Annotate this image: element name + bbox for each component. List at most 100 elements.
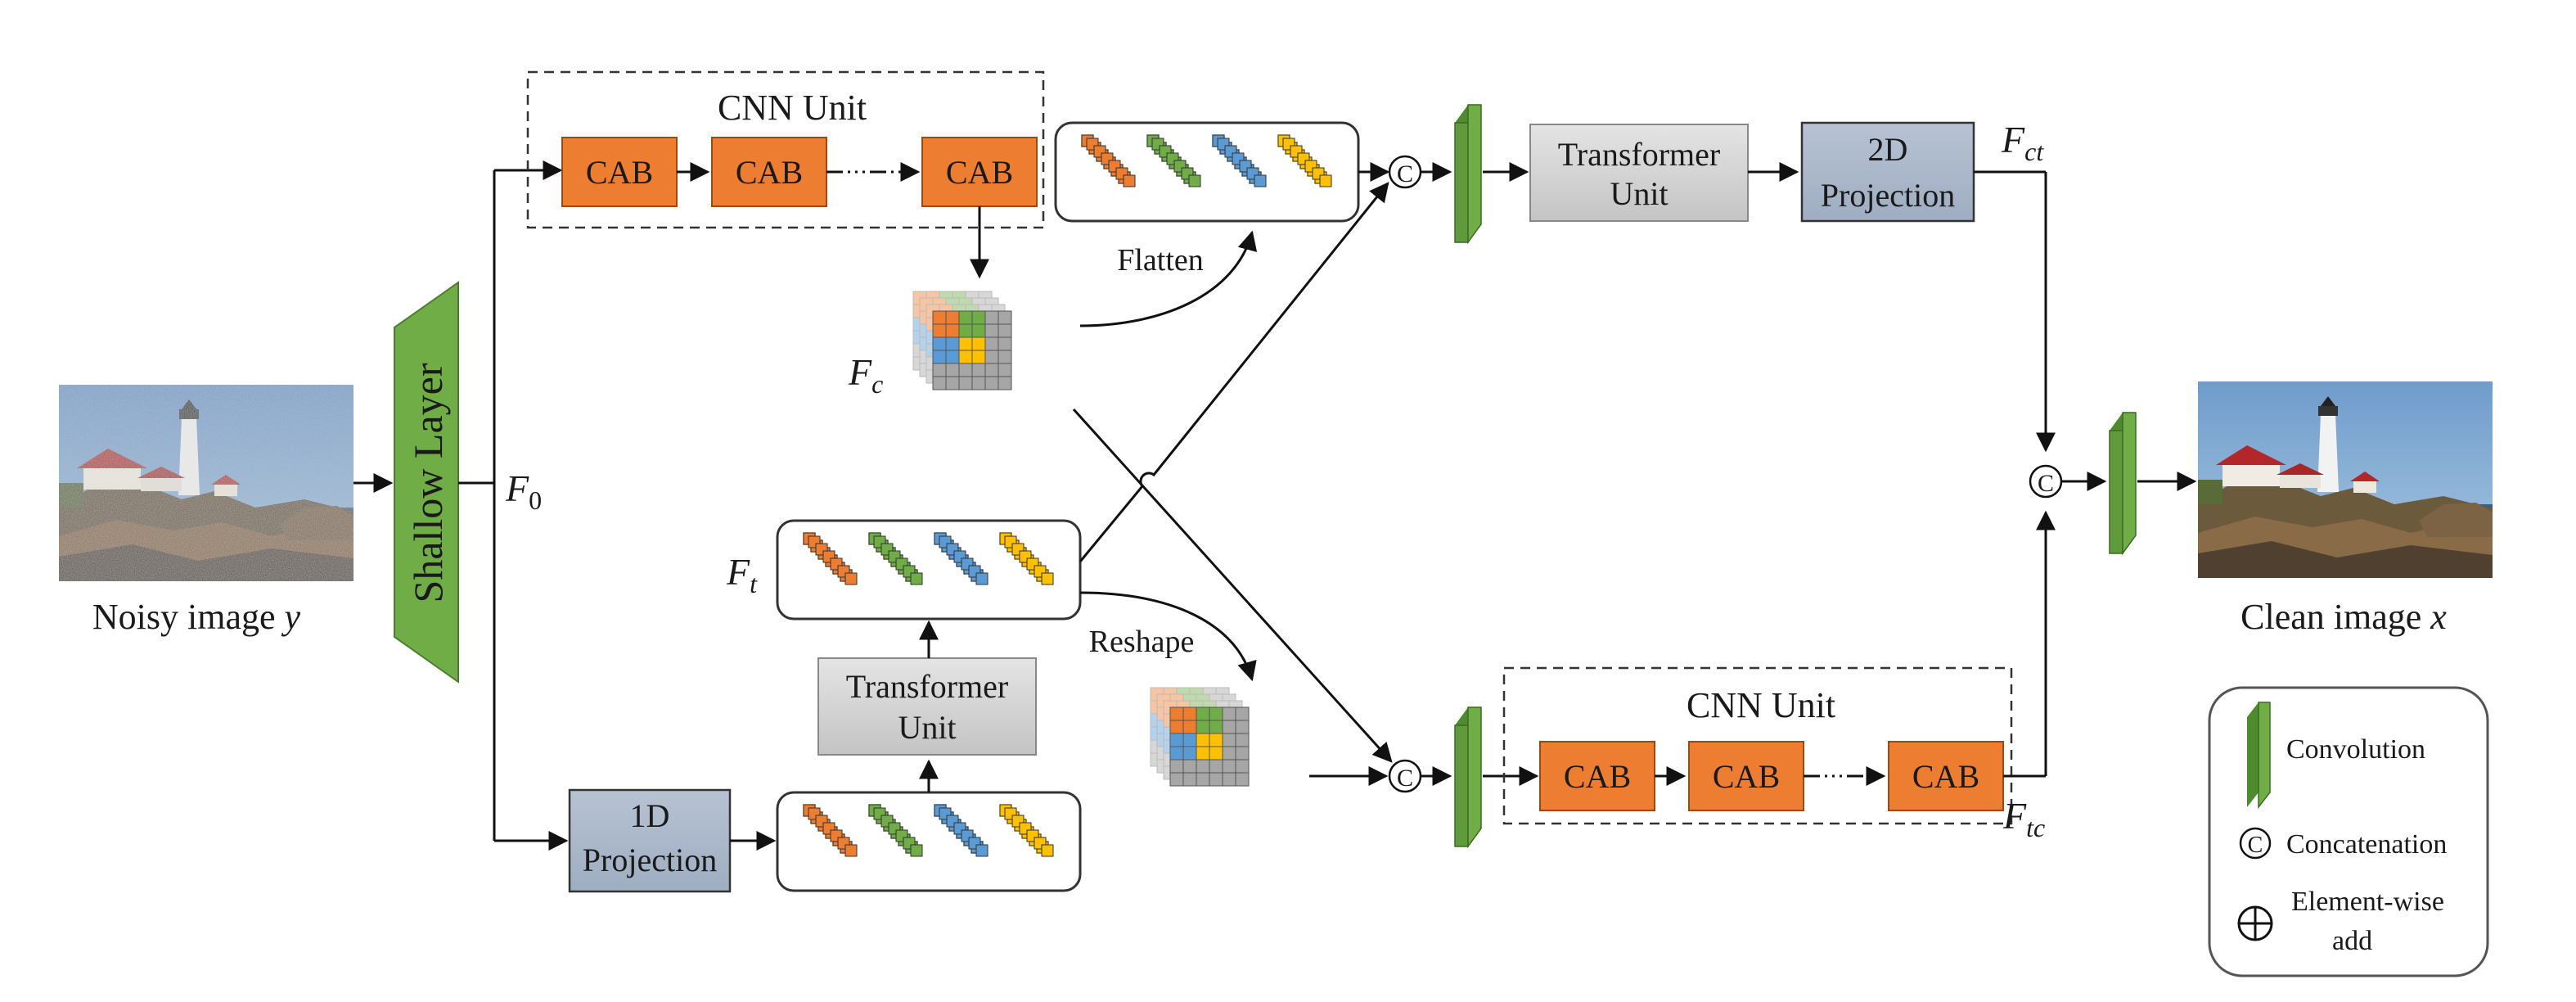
token-cell [910, 572, 923, 585]
cube-cell [945, 363, 960, 377]
cube-cell [1235, 772, 1250, 787]
legend-box [2208, 686, 2489, 977]
svg-text:2D: 2D [1868, 131, 1908, 168]
ftc-label: Ftc [2002, 795, 2045, 842]
token-cell [1254, 174, 1267, 187]
token-cell [975, 572, 989, 585]
transformer-unit-top: Transformer Unit [1529, 124, 1749, 222]
cnn-unit-top-frame [526, 70, 1045, 229]
cube-cell [998, 363, 1012, 377]
projection-1d: 1D Projection [568, 788, 732, 893]
fct-label: Fct [2001, 119, 2044, 166]
token-cell [844, 844, 858, 857]
legend-concatenation: Concatenation [2286, 829, 2447, 860]
cab-block-top-3: CAB [921, 137, 1038, 207]
cube-cell [958, 363, 973, 377]
cube-cell [1209, 772, 1223, 787]
cube-cell [932, 376, 947, 390]
noisy-image-caption: Noisy image y [92, 597, 301, 637]
cube-cell [971, 336, 986, 351]
token-cell [1319, 174, 1332, 187]
cab-block-top-1: CAB [561, 137, 678, 207]
token-sequence-ft [803, 532, 1054, 585]
svg-text:CAB: CAB [1564, 758, 1631, 795]
cube-cell [945, 350, 960, 364]
cube-cell [932, 336, 947, 351]
svg-text:Unit: Unit [1610, 175, 1668, 212]
cube-cell [945, 310, 960, 325]
cube-cell [945, 323, 960, 338]
cube-cell [932, 350, 947, 364]
token-cell [844, 572, 858, 585]
cube-cell [1235, 759, 1250, 774]
cnn-unit-bottom-title: CNN Unit [1687, 685, 1835, 725]
cube-cell [1209, 706, 1223, 721]
noisy-image [59, 385, 354, 581]
shallow-layer-label: Shallow Layer [405, 363, 451, 603]
svg-text:C: C [1397, 765, 1413, 792]
svg-text:Transformer: Transformer [846, 668, 1009, 705]
cube-cell [971, 363, 986, 377]
projection-2d: 2D Projection [1800, 121, 1975, 223]
cube-cell [1196, 733, 1210, 747]
legend-concatenation-icon: C [2239, 827, 2272, 860]
cube-cell [958, 376, 973, 390]
cube-cell [1196, 720, 1210, 734]
ft-label: Ft [726, 551, 758, 598]
token-sequence-bottom [803, 804, 1054, 857]
cab-block-bottom-1: CAB [1539, 741, 1655, 811]
reshape-label: Reshape [1089, 625, 1195, 659]
svg-text:CAB: CAB [1912, 758, 1979, 795]
cube-cell [958, 350, 973, 364]
svg-text:CAB: CAB [946, 154, 1013, 191]
cube-cell [1169, 720, 1184, 734]
cube-cell [1222, 706, 1236, 721]
cube-cell [1182, 706, 1197, 721]
cube-cell [932, 363, 947, 377]
cube-cell [998, 336, 1012, 351]
token-cell [1041, 572, 1054, 585]
cube-cell [958, 336, 973, 351]
token-cell [910, 844, 923, 857]
cube-cell [1169, 733, 1184, 747]
cube-cell [1169, 759, 1184, 774]
cube-cell [1182, 733, 1197, 747]
cube-cell [971, 376, 986, 390]
token-cell [1123, 174, 1136, 187]
cube-cell [971, 323, 986, 338]
cube-cell [945, 376, 960, 390]
concatenation-icon-final: C [2029, 464, 2063, 499]
cube-cell [1169, 706, 1184, 721]
cube-cell [958, 310, 973, 325]
transformer-unit-bottom: Transformer Unit [817, 657, 1037, 756]
cube-cell [971, 310, 986, 325]
cube-cell [971, 350, 986, 364]
svg-text:CAB: CAB [736, 154, 803, 191]
cube-cell [1182, 720, 1197, 734]
convolution-icon-bottom [1454, 706, 1482, 849]
token-cell [1188, 174, 1201, 187]
svg-text:C: C [2248, 833, 2263, 858]
cube-cell [984, 376, 999, 390]
elementwise-add-icon [2237, 905, 2273, 941]
legend-convolution: Convolution [2286, 734, 2425, 765]
flatten-label: Flatten [1117, 243, 1204, 278]
svg-text:1D: 1D [630, 797, 670, 834]
cube-cell [1196, 772, 1210, 787]
cube-cell [984, 363, 999, 377]
cab-block-bottom-2: CAB [1688, 741, 1804, 811]
cube-cell [1209, 746, 1223, 761]
svg-text:CAB: CAB [586, 154, 653, 191]
token-cell [975, 844, 989, 857]
cube-cell [984, 350, 999, 364]
fc-label: Fc [848, 351, 883, 399]
cab-block-top-2: CAB [711, 137, 827, 207]
legend-elementwise-line1: Element-wise [2291, 887, 2444, 917]
cube-cell [1235, 720, 1250, 734]
cube-cell [1222, 720, 1236, 734]
cube-cell [1222, 746, 1236, 761]
cube-cell [984, 310, 999, 325]
svg-text:Projection: Projection [1821, 177, 1955, 214]
cube-cell [1196, 706, 1210, 721]
cube-cell [958, 323, 973, 338]
